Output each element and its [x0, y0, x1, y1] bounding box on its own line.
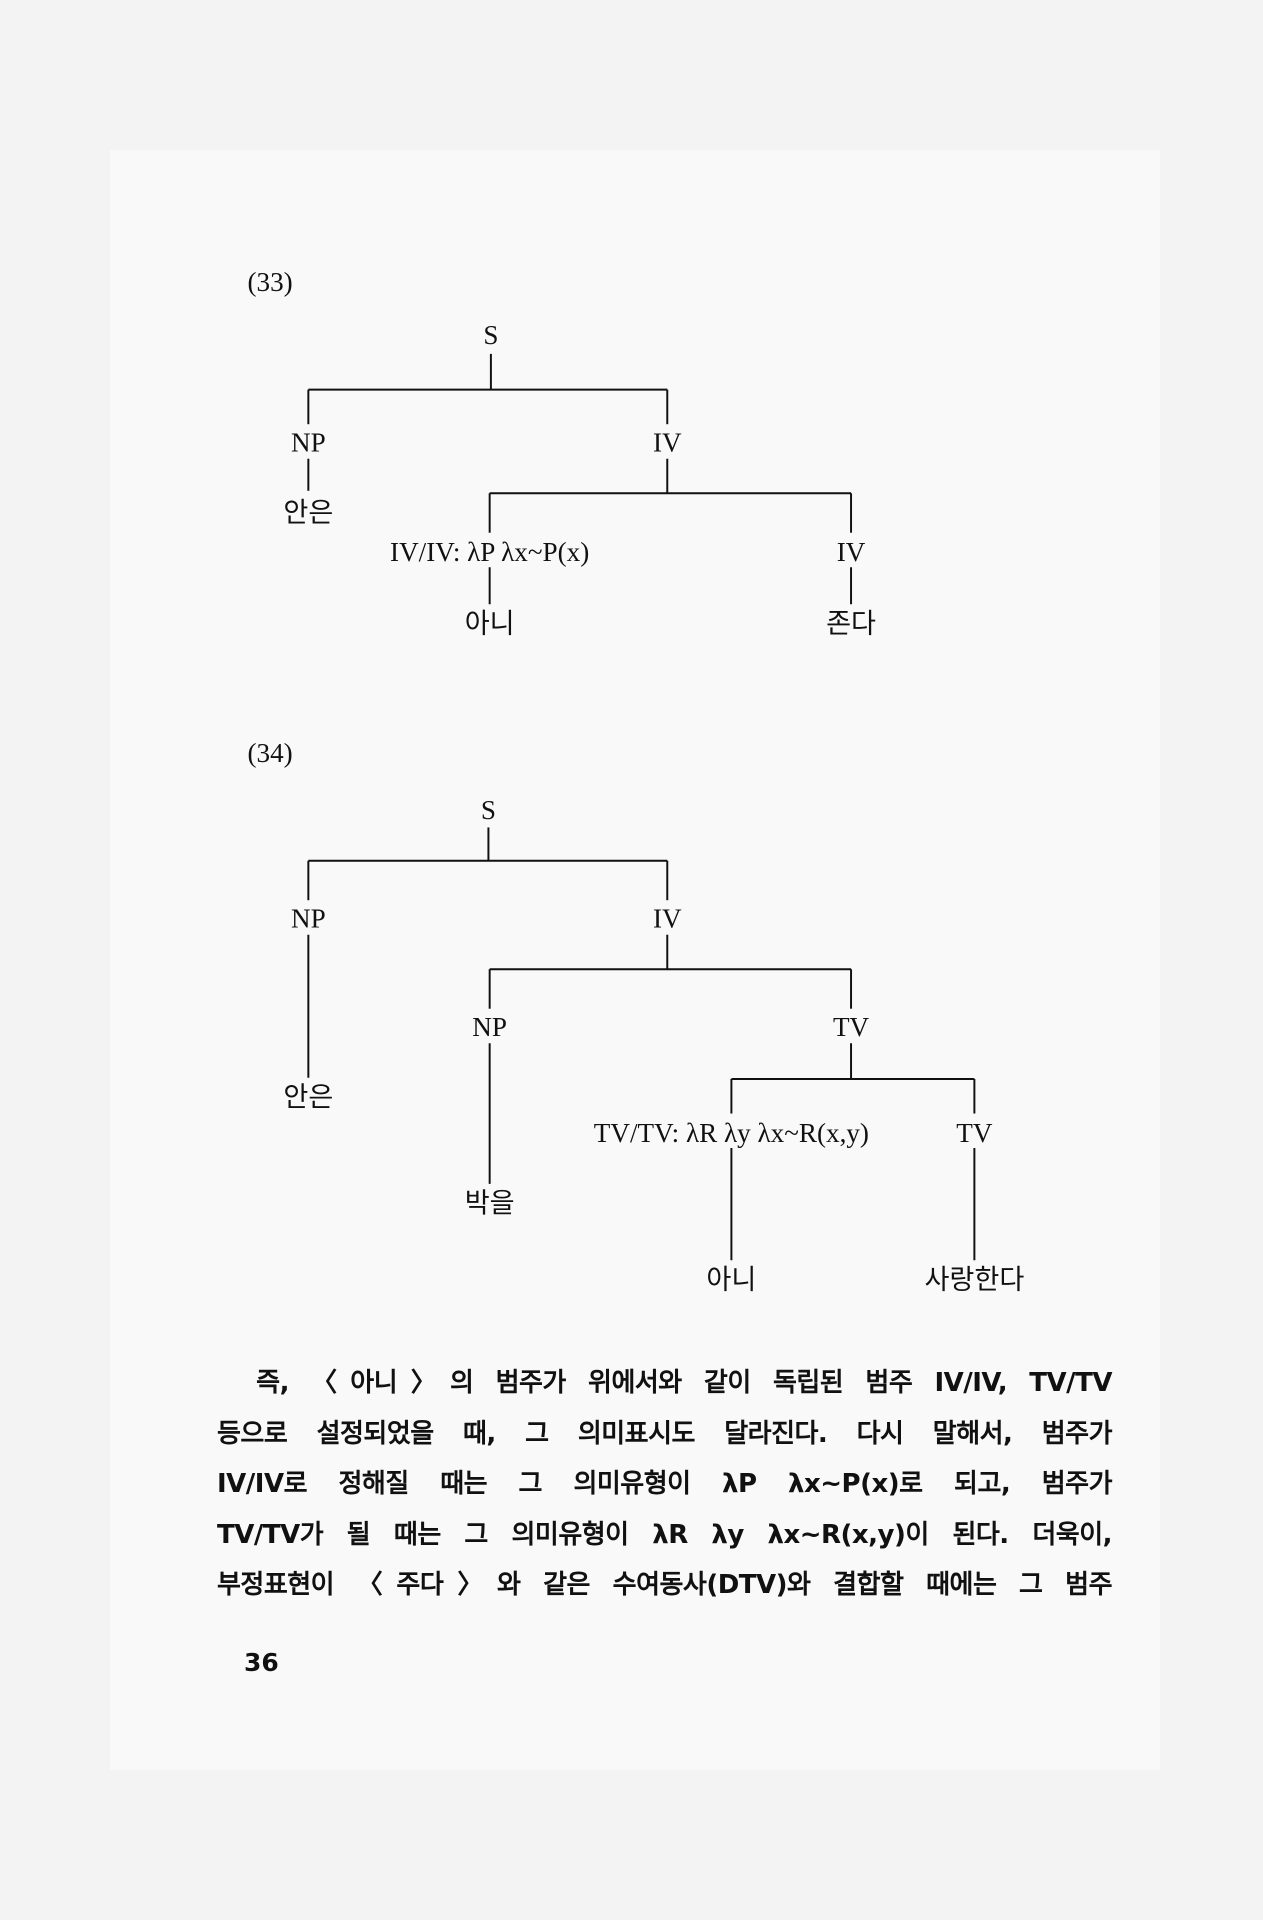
leaf-np: 안은: [283, 498, 333, 528]
tree-34: [307, 827, 976, 1261]
leaf-np: 안은: [283, 1082, 333, 1112]
leaf-modifier: 아니: [706, 1265, 756, 1295]
node-iv2: IV: [837, 537, 866, 567]
node-modifier: TV/TV: λR λy λx~R(x,y): [594, 1118, 869, 1148]
page-number: 36: [244, 1648, 279, 1677]
paragraph-line: 부정표현이 〈주다〉와 같은 수여동사(DTV)와 결합할 때에는 그 범주: [217, 1570, 1113, 1600]
node-s: S: [481, 795, 496, 825]
tree-33: [307, 353, 853, 605]
node-np: NP: [291, 427, 326, 457]
node-tv: TV: [833, 1012, 870, 1042]
leaf-modifier: 아니: [465, 609, 515, 639]
paragraph-line: IV/IV로 정해질 때는 그 의미유형이 λP λx~P(x)로 되고, 범주…: [217, 1469, 1113, 1499]
node-tv2: TV: [956, 1118, 993, 1148]
paragraph-line: 즉, 〈아니〉의 범주가 위에서와 같이 독립된 범주 IV/IV, TV/TV: [217, 1368, 1112, 1398]
example-34-label: (34): [248, 738, 293, 768]
leaf-tv2: 사랑한다: [924, 1265, 1024, 1295]
node-s: S: [483, 320, 498, 350]
paragraph-line: TV/TV가 될 때는 그 의미유형이 λR λy λx~R(x,y)이 된다.…: [217, 1519, 1113, 1550]
leaf-iv2: 존다: [826, 609, 876, 639]
node-iv: IV: [653, 427, 682, 457]
leaf-np2: 박을: [465, 1188, 515, 1218]
page-area: [110, 150, 1160, 1770]
node-np2: NP: [472, 1012, 507, 1042]
node-np: NP: [291, 903, 326, 933]
node-iv: IV: [653, 903, 682, 933]
node-modifier: IV/IV: λP λx~P(x): [390, 537, 589, 567]
example-33-label: (33): [248, 267, 293, 297]
paragraph-line: 등으로 설정되었을 때, 그 의미표시도 달라진다. 다시 말해서, 범주가: [217, 1418, 1113, 1449]
body-paragraph: 즉, 〈아니〉의 범주가 위에서와 같이 독립된 범주 IV/IV, TV/TV…: [217, 1358, 1113, 1611]
